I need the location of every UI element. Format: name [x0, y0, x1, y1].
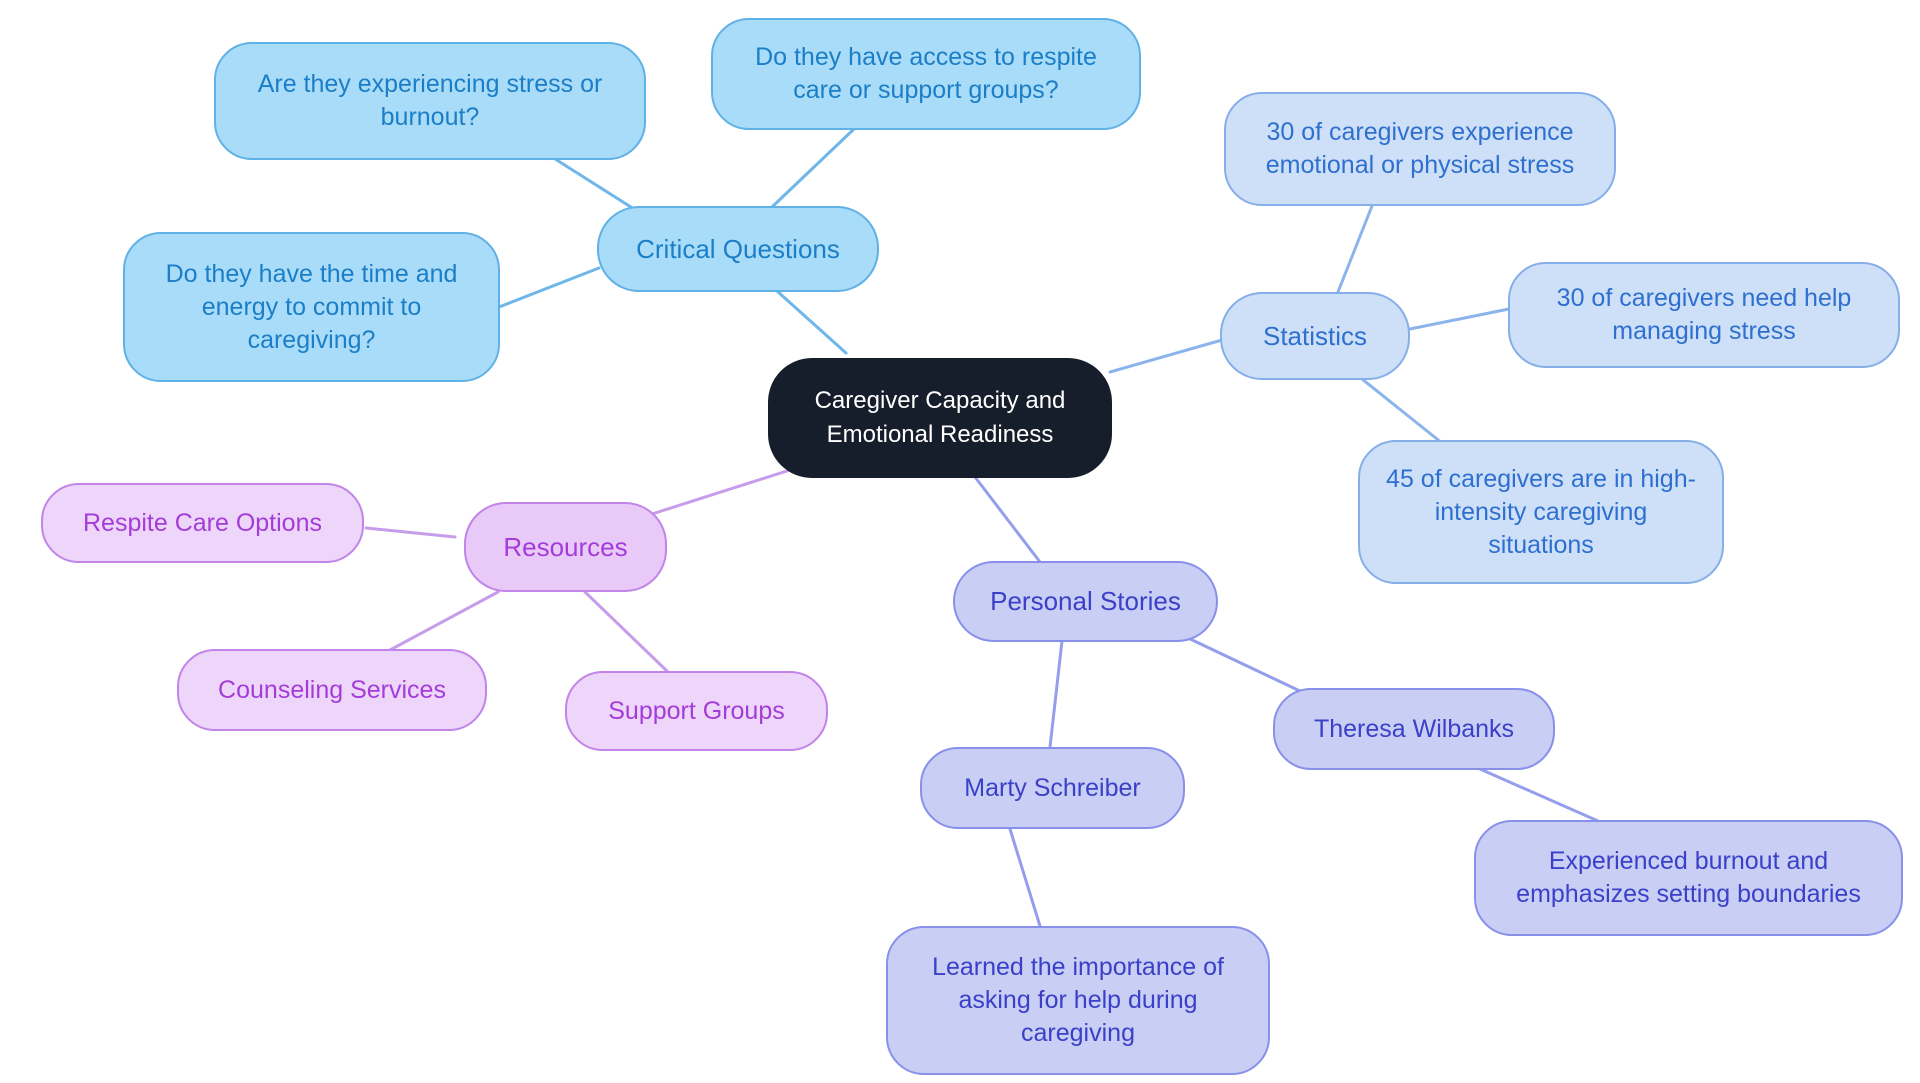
resource-counseling-label: Counseling Services [218, 675, 446, 704]
node-story-theresa-wilbanks[interactable]: Theresa Wilbanks [1273, 688, 1555, 770]
node-stat-emotional-stress[interactable]: 30 of caregivers experience emotional or… [1224, 92, 1616, 206]
edge-central-personal-stories [973, 475, 1042, 564]
stat-need-help-label: 30 of caregivers need help managing stre… [1556, 284, 1852, 345]
node-personal-stories[interactable]: Personal Stories [953, 561, 1218, 642]
edge-statistics-high-intensity [1360, 377, 1444, 445]
node-question-time-energy[interactable]: Do they have the time and energy to comm… [123, 232, 500, 382]
edge-personal-stories-marty [1048, 639, 1064, 749]
question-time-energy-label: Do they have the time and energy to comm… [165, 259, 458, 354]
story-marty-schreiber-label: Marty Schreiber [964, 773, 1141, 802]
node-story-marty-detail[interactable]: Learned the importance of asking for hel… [886, 926, 1270, 1075]
story-theresa-wilbanks-label: Theresa Wilbanks [1313, 714, 1515, 743]
edge-statistics-need-help [1403, 307, 1511, 332]
resources-label: Resources [503, 531, 628, 562]
edge-resources-counseling [388, 590, 500, 652]
resource-respite-care-label: Respite Care Options [82, 508, 322, 537]
question-respite-access-label: Do they have access to respite care or s… [755, 43, 1097, 104]
personal-stories-label: Personal Stories [990, 586, 1181, 617]
node-resource-support-groups[interactable]: Support Groups [565, 671, 828, 751]
edge-critical-questions-stress [550, 155, 636, 211]
edge-central-resources [650, 468, 792, 516]
edge-resources-support-groups [583, 590, 670, 674]
node-statistics[interactable]: Statistics [1220, 292, 1410, 380]
node-resources[interactable]: Resources [464, 502, 667, 592]
stat-high-intensity-label: 45 of caregivers are in high-intensity c… [1386, 464, 1696, 559]
edge-critical-questions-time [497, 266, 601, 309]
node-story-marty-schreiber[interactable]: Marty Schreiber [920, 747, 1185, 829]
edge-statistics-emotional-stress [1336, 204, 1374, 294]
edge-central-statistics [1108, 338, 1224, 374]
question-stress-burnout-label: Are they experiencing stress or burnout? [257, 70, 603, 131]
node-question-respite-access[interactable]: Do they have access to respite care or s… [711, 18, 1141, 130]
story-theresa-detail-label: Experienced burnout and emphasizes setti… [1516, 847, 1861, 908]
edge-theresa-detail [1478, 767, 1600, 823]
edge-critical-questions-respite [770, 127, 856, 209]
node-critical-questions[interactable]: Critical Questions [597, 206, 879, 292]
resource-support-groups-label: Support Groups [608, 696, 785, 725]
central-topic-label: Caregiver Capacity and Emotional Readine… [814, 386, 1066, 448]
edge-marty-detail [1008, 827, 1042, 928]
node-story-theresa-detail[interactable]: Experienced burnout and emphasizes setti… [1474, 820, 1903, 936]
edge-resources-respite-care [364, 526, 457, 539]
edge-central-critical-questions [775, 289, 848, 355]
statistics-label: Statistics [1262, 320, 1368, 351]
node-central-topic[interactable]: Caregiver Capacity and Emotional Readine… [768, 358, 1112, 478]
node-stat-need-help[interactable]: 30 of caregivers need help managing stre… [1508, 262, 1900, 368]
stat-emotional-stress-label: 30 of caregivers experience emotional or… [1265, 118, 1575, 179]
critical-questions-label: Critical Questions [636, 233, 840, 264]
node-stat-high-intensity[interactable]: 45 of caregivers are in high-intensity c… [1358, 440, 1724, 584]
edge-personal-stories-theresa [1186, 636, 1304, 694]
story-marty-detail-label: Learned the importance of asking for hel… [932, 953, 1224, 1047]
node-resource-counseling[interactable]: Counseling Services [177, 649, 487, 731]
node-question-stress-burnout[interactable]: Are they experiencing stress or burnout? [214, 42, 646, 160]
node-resource-respite-care[interactable]: Respite Care Options [41, 483, 364, 563]
